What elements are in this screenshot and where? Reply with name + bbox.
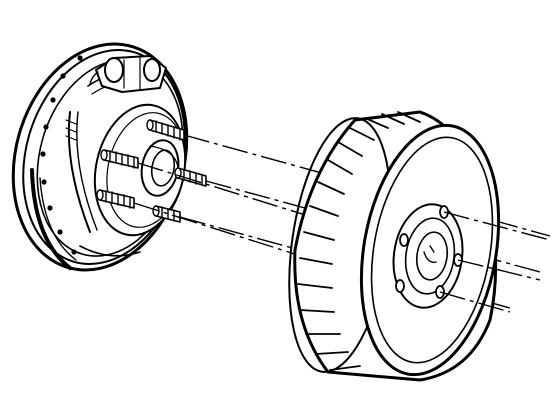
wheel-studs bbox=[96, 119, 207, 223]
cooling-fins bbox=[297, 111, 421, 371]
rivet-dots bbox=[40, 55, 83, 255]
wheel-stud bbox=[96, 189, 135, 209]
wheel-cylinder bbox=[89, 55, 167, 93]
wheel-stud bbox=[152, 205, 181, 223]
wheel-stud bbox=[146, 119, 185, 141]
brake-drum bbox=[288, 110, 501, 382]
alignment-lines-front bbox=[439, 211, 551, 313]
wheel-stud bbox=[100, 149, 139, 169]
